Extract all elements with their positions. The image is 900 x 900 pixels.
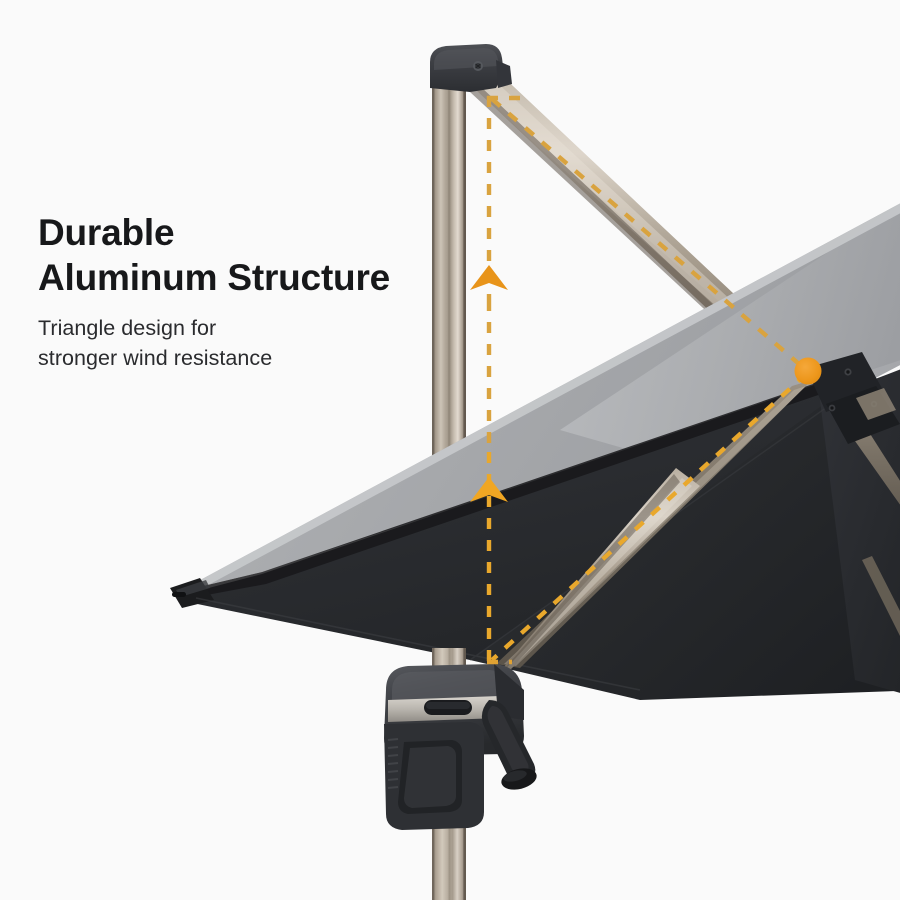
- feature-callout: Durable Aluminum Structure Triangle desi…: [38, 210, 458, 374]
- page-title: Durable Aluminum Structure: [38, 212, 391, 299]
- lower-support-arm: [484, 468, 700, 692]
- support-hub-vertex-dot: [794, 357, 822, 385]
- page-subtitle: Triangle design for stronger wind resist…: [38, 316, 273, 370]
- upper-height-arrow: [470, 265, 508, 290]
- annotation-dashes: [486, 95, 808, 665]
- canopy-left-tip: [170, 578, 214, 608]
- crank-handle: [481, 700, 537, 790]
- upper-triangle-hypotenuse: [490, 97, 808, 372]
- height-arrows: [470, 265, 508, 502]
- canopy-underside: [178, 368, 900, 700]
- canopy-hub-bracket: [806, 352, 900, 444]
- lower-triangle-hypotenuse: [490, 372, 808, 662]
- lower-height-arrow: [470, 477, 508, 502]
- pole-top-cap: [430, 44, 512, 92]
